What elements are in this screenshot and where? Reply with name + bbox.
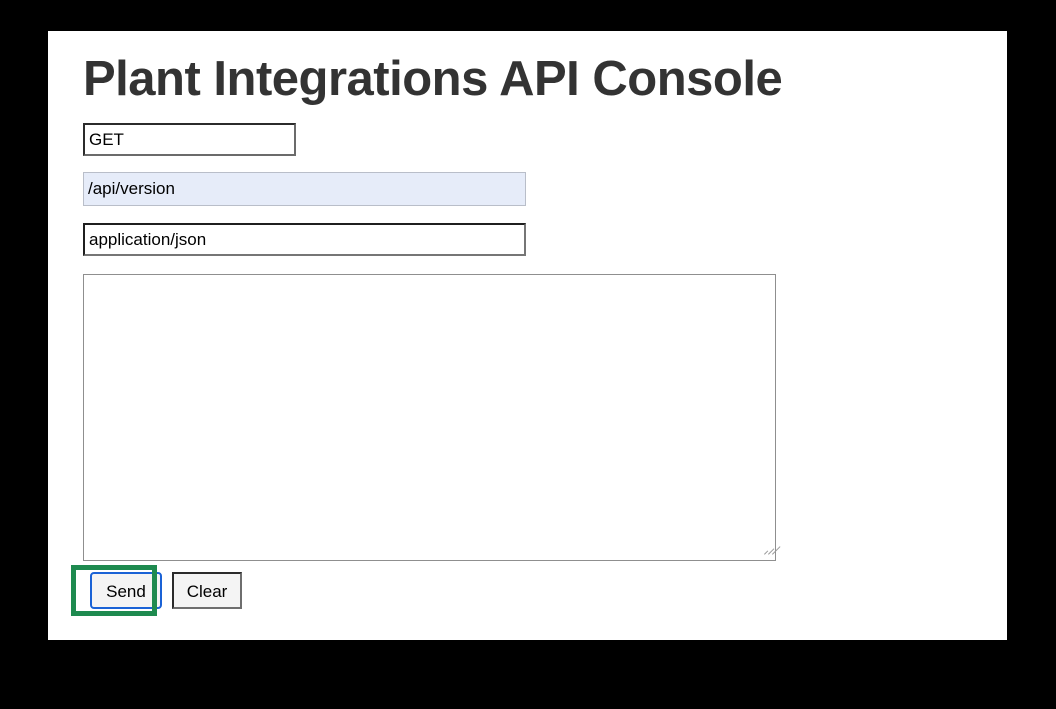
clear-button[interactable]: Clear <box>172 572 242 609</box>
http-method-input[interactable] <box>83 123 296 156</box>
page-viewport: Plant Integrations API Console Send Clea… <box>48 31 1007 640</box>
content-type-input[interactable] <box>83 223 526 256</box>
send-button[interactable]: Send <box>90 572 162 609</box>
request-body-textarea[interactable] <box>83 274 776 561</box>
request-path-input[interactable] <box>83 172 526 206</box>
page-title: Plant Integrations API Console <box>83 52 783 106</box>
